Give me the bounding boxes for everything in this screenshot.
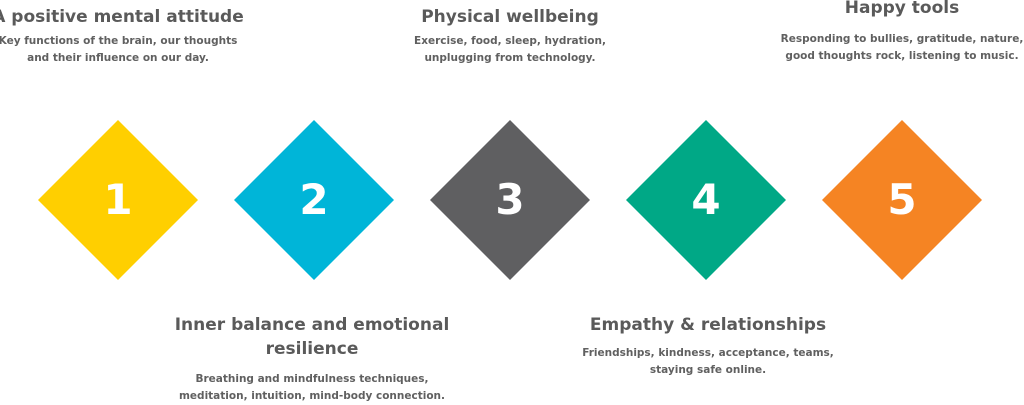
step-1-text: A positive mental attitude Key functions… (0, 5, 268, 67)
step-title: Empathy & relationships (589, 315, 827, 335)
step-desc-line: Friendships, kindness, acceptance, teams… (582, 347, 834, 359)
diamond-3: 3 (430, 120, 590, 280)
step-2-text: Inner balance and emotional resilience B… (162, 313, 462, 405)
step-title: Physical wellbeing (421, 7, 599, 27)
step-title: Inner balance and emotional (174, 315, 450, 335)
diamond-5: 5 (822, 120, 982, 280)
step-number: 3 (495, 175, 525, 224)
step-desc-line: and their influence on our day. (27, 52, 209, 64)
step-desc-line: meditation, intuition, mind-body connect… (178, 390, 446, 402)
step-desc-line: staying safe online. (649, 364, 767, 376)
diamond-4: 4 (626, 120, 786, 280)
step-desc-line: Breathing and mindfulness techniques, (195, 373, 429, 385)
step-desc-line: Exercise, food, sleep, hydration, (414, 35, 606, 47)
step-number: 5 (887, 175, 917, 224)
step-4-text: Empathy & relationships Friendships, kin… (558, 313, 858, 379)
diamond-2: 2 (234, 120, 394, 280)
step-3-text: Physical wellbeing Exercise, food, sleep… (360, 5, 660, 67)
diamond-shape (430, 120, 590, 280)
step-desc-line: Key functions of the brain, our thoughts (0, 35, 238, 47)
step-number: 2 (299, 175, 329, 224)
diamond-shape (38, 120, 198, 280)
step-desc-line: unplugging from technology. (424, 52, 596, 64)
step-5-text: Happy tools Responding to bullies, grati… (752, 0, 1024, 65)
step-desc-line: Responding to bullies, gratitude, nature… (780, 33, 1024, 45)
step-title: A positive mental attitude (0, 7, 244, 27)
diamond-shape (626, 120, 786, 280)
diamond-shape (822, 120, 982, 280)
diamond-shape (234, 120, 394, 280)
step-title-line-2: resilience (265, 339, 359, 359)
step-title: Happy tools (844, 0, 960, 18)
step-number: 1 (103, 175, 133, 224)
step-number: 4 (691, 175, 721, 224)
diamond-1: 1 (38, 120, 198, 280)
step-desc-line: good thoughts rock, listening to music. (785, 50, 1019, 62)
